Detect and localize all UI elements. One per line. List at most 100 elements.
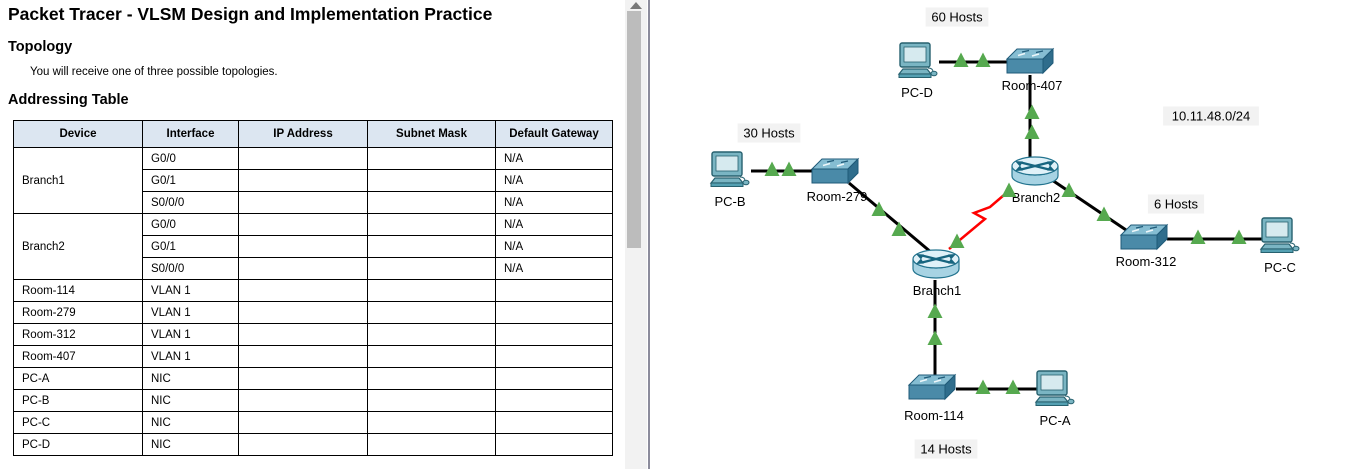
pc-icon (1034, 370, 1075, 406)
note-bg (1163, 106, 1259, 126)
router-icon (912, 249, 960, 279)
pane-divider[interactable] (648, 0, 650, 469)
cell-ip-address (238, 147, 368, 170)
cell-subnet-mask (367, 147, 496, 170)
cell-subnet-mask (367, 433, 496, 456)
link-status-indicator (975, 52, 991, 67)
cell-ip-address (238, 345, 368, 368)
scrollbar-thumb[interactable] (627, 11, 641, 248)
pc-icon (897, 42, 938, 78)
cell-subnet-mask (367, 257, 496, 280)
link-branch1-branch2-serial[interactable] (948, 188, 1012, 250)
link-status-indicator (764, 161, 780, 176)
cell-interface: NIC (142, 367, 239, 390)
cell-device: PC-A (13, 367, 143, 390)
section-heading-addressing-table: Addressing Table (8, 92, 129, 108)
device-label-pc-b: PC-B (714, 194, 745, 209)
cell-ip-address (238, 323, 368, 346)
link-status-indicator (975, 379, 991, 394)
note-bg (737, 123, 801, 143)
cell-interface: NIC (142, 389, 239, 412)
cell-ip-address (238, 279, 368, 302)
switch-icon (1005, 47, 1055, 75)
device-pc-d[interactable] (897, 42, 938, 78)
cell-device: PC-C (13, 411, 143, 434)
pc-icon (1259, 217, 1300, 253)
cell-subnet-mask (367, 367, 496, 390)
device-label-room-407: Room-407 (1002, 78, 1063, 93)
cell-interface: S0/0/0 (142, 191, 239, 214)
device-pc-b[interactable] (709, 151, 750, 187)
device-label-pc-c: PC-C (1264, 260, 1296, 275)
device-room-279[interactable] (810, 157, 860, 185)
cell-device: Room-279 (13, 301, 143, 324)
cell-device: Room-312 (13, 323, 143, 346)
link-room279-branch1[interactable] (848, 181, 933, 255)
link-status-indicator (927, 330, 943, 345)
cell-default-gateway: N/A (495, 235, 613, 258)
column-header: Default Gateway (495, 120, 613, 148)
topology-canvas[interactable]: 60 Hosts 30 Hosts 10.11.48.0/24 6 Hosts 14 H… (650, 0, 1367, 469)
column-header: Device (13, 120, 143, 148)
device-branch1[interactable] (912, 249, 960, 279)
device-pc-a[interactable] (1034, 370, 1075, 406)
cell-interface: VLAN 1 (142, 301, 239, 324)
scrollbar-up-arrow-icon[interactable] (630, 2, 642, 9)
cell-subnet-mask (367, 411, 496, 434)
cell-default-gateway: N/A (495, 147, 613, 170)
device-room-407[interactable] (1005, 47, 1055, 75)
link-status-indicator (1001, 182, 1017, 197)
cell-default-gateway (495, 301, 613, 324)
section-heading-topology: Topology (8, 39, 73, 55)
device-label-room-114: Room-114 (904, 408, 964, 423)
device-label-pc-a: PC-A (1039, 413, 1070, 428)
cell-subnet-mask (367, 191, 496, 214)
cell-interface: G0/1 (142, 169, 239, 192)
device-label-room-279: Room-279 (807, 189, 868, 204)
cell-default-gateway: N/A (495, 257, 613, 280)
left-pane-scrollbar[interactable] (625, 0, 647, 469)
cell-ip-address (238, 433, 368, 456)
cell-subnet-mask (367, 389, 496, 412)
cell-device: PC-B (13, 389, 143, 412)
cell-interface: S0/0/0 (142, 257, 239, 280)
cell-interface: VLAN 1 (142, 279, 239, 302)
cell-interface: VLAN 1 (142, 345, 239, 368)
switch-icon (907, 373, 957, 401)
cell-device: Room-407 (13, 345, 143, 368)
cell-subnet-mask (367, 169, 496, 192)
cell-device: Room-114 (13, 279, 143, 302)
cell-subnet-mask (367, 213, 496, 236)
cell-ip-address (238, 411, 368, 434)
note-hosts-14: 14 Hosts (920, 442, 972, 457)
link-status-indicator (953, 52, 969, 67)
device-room-312[interactable] (1119, 223, 1169, 251)
note-hosts-6: 6 Hosts (1154, 197, 1199, 212)
cell-subnet-mask (367, 235, 496, 258)
note-subnet: 10.11.48.0/24 (1172, 109, 1251, 124)
cell-subnet-mask (367, 323, 496, 346)
cell-interface: VLAN 1 (142, 323, 239, 346)
cell-subnet-mask (367, 301, 496, 324)
cell-default-gateway (495, 323, 613, 346)
note-hosts-60: 60 Hosts (931, 10, 983, 25)
switch-icon (1119, 223, 1169, 251)
topology-note-text: You will receive one of three possible t… (30, 66, 278, 78)
cell-ip-address (238, 169, 368, 192)
note-hosts-30: 30 Hosts (743, 126, 795, 141)
link-branch2-room312[interactable] (1051, 178, 1133, 236)
device-pc-c[interactable] (1259, 217, 1300, 253)
device-room-114[interactable] (907, 373, 957, 401)
device-branch2[interactable] (1011, 156, 1059, 186)
